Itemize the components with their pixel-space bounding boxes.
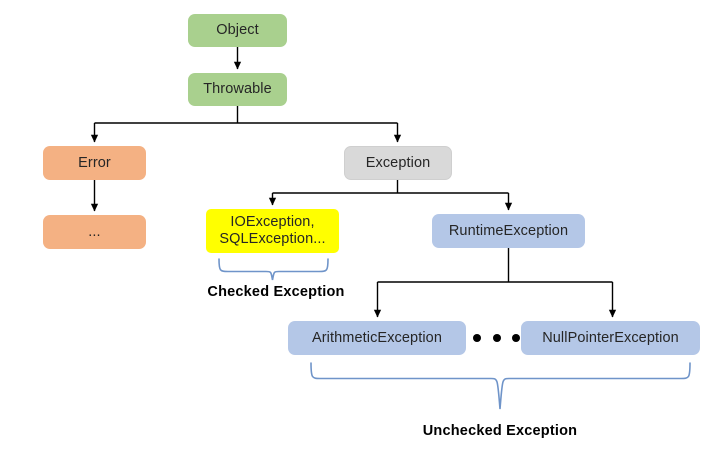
- checked-exception-brace: [218, 258, 329, 281]
- node-io-sql-exception[interactable]: IOException, SQLException...: [206, 209, 339, 253]
- node-error-ellipsis[interactable]: ...: [43, 215, 146, 249]
- node-throwable[interactable]: Throwable: [188, 73, 287, 106]
- dot-icon: [473, 334, 481, 342]
- node-nullpointer-exception[interactable]: NullPointerException: [521, 321, 700, 355]
- dot-icon: [492, 334, 501, 342]
- ellipsis-dots-icon: [473, 321, 520, 355]
- unchecked-exception-brace: [310, 362, 691, 410]
- node-exception[interactable]: Exception: [344, 146, 452, 180]
- dot-icon: [512, 334, 520, 342]
- label-checked-exception: Checked Exception: [207, 284, 345, 300]
- label-unchecked-exception: Unchecked Exception: [422, 423, 578, 439]
- node-arithmetic-exception[interactable]: ArithmeticException: [288, 321, 466, 355]
- node-runtime-exception[interactable]: RuntimeException: [432, 214, 585, 248]
- node-error[interactable]: Error: [43, 146, 146, 180]
- node-object[interactable]: Object: [188, 14, 287, 47]
